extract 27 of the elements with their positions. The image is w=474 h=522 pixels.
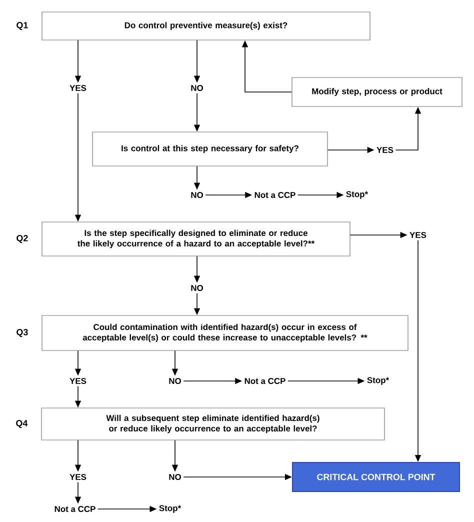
answer-text: Stop* <box>367 377 390 385</box>
question-box: Do control preventive measure(s) exist? <box>42 12 370 40</box>
answer-text: Stop* <box>159 505 182 513</box>
question-box: Could contamination with identified hazard(s) occur in excess of acceptable level(s) or could these increase to unacceptable levels? ** <box>42 315 408 351</box>
question-box: Is control at this step necessary for safety? <box>92 132 328 166</box>
question-number: Q4 <box>16 420 28 428</box>
question-box: Modify step, process or product <box>292 77 462 107</box>
answer-text: NO <box>191 85 203 91</box>
answer-text: YES <box>376 147 394 153</box>
answer-text: NO <box>191 192 203 198</box>
question-number: Q3 <box>16 328 28 338</box>
question-box: Is the step specifically designed to eliminate or reduce the likely occurrence of a hazard to an acceptable level?** <box>42 222 350 256</box>
answer-text: NO <box>169 378 181 384</box>
answer-text: YES <box>70 378 86 384</box>
answer-text: NO <box>169 474 181 480</box>
question-number: Q1 <box>16 22 28 30</box>
answer-text: YES <box>70 474 86 480</box>
answer-text: Not a CCP <box>244 378 286 384</box>
question-box: Will a subsequent step eliminate identified hazard(s) or reduce likely occurrence to an acceptable level? <box>41 408 385 440</box>
answer-text: Not a CCP <box>54 506 96 512</box>
answer-text: YES <box>410 232 426 238</box>
result-box: CRITICAL CONTROL POINT <box>292 462 460 492</box>
answer-text: YES <box>70 85 86 91</box>
answer-text: NO <box>191 285 203 291</box>
answer-text: Stop* <box>346 191 368 199</box>
question-number: Q2 <box>16 234 28 244</box>
answer-text: Not a CCP <box>254 192 296 198</box>
